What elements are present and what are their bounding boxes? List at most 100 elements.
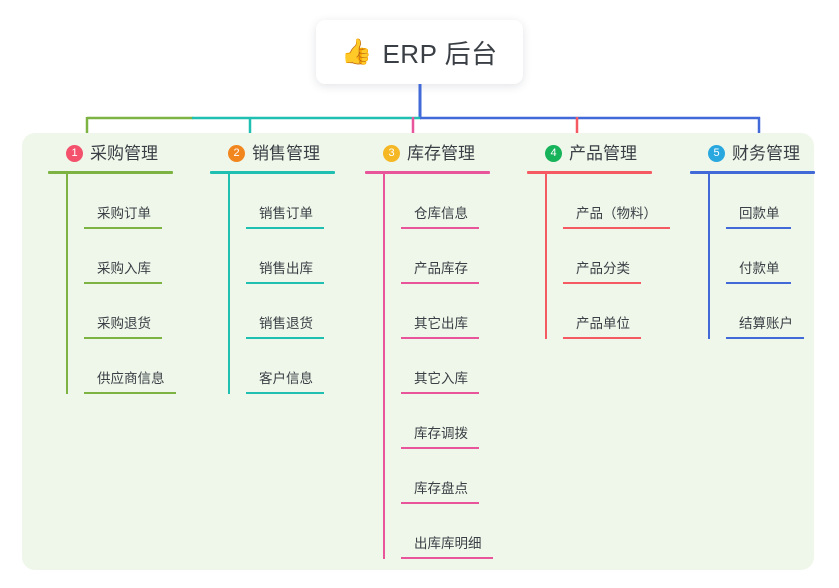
leaf-underline [726,282,791,284]
leaf-underline [246,227,324,229]
leaf-underline [726,227,791,229]
column-underline-5 [690,171,815,174]
leaf-underline [726,337,804,339]
leaf-underline [401,337,479,339]
leaf-underline [401,227,479,229]
leaf-underline [563,337,641,339]
column-underline-1 [48,171,173,174]
leaf-label: 产品分类 [576,260,630,276]
leaf-underline [246,282,324,284]
column-title-1: 采购管理 [90,143,158,163]
leaf-item[interactable]: 产品单位 [563,284,652,339]
leaf-item[interactable]: 销售退货 [246,284,335,339]
leaf-underline [84,337,162,339]
leaf-spine-2 [228,174,230,394]
leaf-underline [84,282,162,284]
column-1: 1 采购管理采购订单采购入库采购退货供应商信息 [48,141,176,394]
column-title-4: 产品管理 [569,143,637,163]
leaf-item[interactable]: 库存盘点 [401,449,490,504]
leaf-label: 产品库存 [414,260,468,276]
leaf-underline [563,227,670,229]
leaf-underline [401,502,479,504]
leaf-item[interactable]: 采购订单 [84,174,173,229]
leaf-item[interactable]: 产品分类 [563,229,652,284]
column-title-5: 财务管理 [732,143,800,163]
leaf-list-4: 产品（物料） 产品分类产品单位 [527,174,670,339]
column-badge-5: 5 [708,144,725,162]
column-header-3[interactable]: 3 库存管理 [365,141,490,165]
thumbs-up-icon: 👍 [341,37,373,66]
leaf-label: 采购退货 [97,315,151,331]
leaf-item[interactable]: 出库库明细 [401,504,493,559]
leaf-underline [401,447,479,449]
leaf-item[interactable]: 销售出库 [246,229,335,284]
leaf-label: 产品单位 [576,315,630,331]
leaf-item[interactable]: 其它入库 [401,339,490,394]
leaf-label: 结算账户 [739,315,793,331]
root-node-title: ERP 后台 [382,38,498,69]
leaf-label: 销售订单 [259,205,313,221]
leaf-label: 采购订单 [97,205,151,221]
leaf-item[interactable]: 客户信息 [246,339,335,394]
column-title-3: 库存管理 [407,143,475,163]
leaf-underline [84,227,162,229]
leaf-label: 付款单 [739,260,780,276]
leaf-item[interactable]: 采购退货 [84,284,173,339]
leaf-label: 出库库明细 [414,535,482,551]
column-header-5[interactable]: 5 财务管理 [690,141,815,165]
column-underline-3 [365,171,490,174]
column-badge-1: 1 [66,144,83,162]
leaf-item[interactable]: 采购入库 [84,229,173,284]
leaf-item[interactable]: 付款单 [726,229,815,284]
column-underline-4 [527,171,652,174]
column-5: 5 财务管理回款单付款单结算账户 [690,141,815,339]
leaf-label: 销售出库 [259,260,313,276]
leaf-spine-3 [383,174,385,559]
leaf-label: 库存调拨 [414,425,468,441]
leaf-underline [246,392,324,394]
leaf-spine-4 [545,174,547,339]
leaf-spine-1 [66,174,68,394]
column-4: 4 产品管理产品（物料） 产品分类产品单位 [527,141,670,339]
column-3: 3 库存管理仓库信息产品库存其它出库其它入库库存调拨库存盘点出库库明细 [365,141,493,559]
leaf-list-1: 采购订单采购入库采购退货供应商信息 [48,174,176,394]
leaf-item[interactable]: 结算账户 [726,284,815,339]
root-node-card[interactable]: 👍 ERP 后台 [316,20,523,84]
leaf-item[interactable]: 回款单 [726,174,815,229]
leaf-item[interactable]: 产品（物料） [563,174,670,229]
leaf-list-3: 仓库信息产品库存其它出库其它入库库存调拨库存盘点出库库明细 [365,174,493,559]
leaf-item[interactable]: 库存调拨 [401,394,490,449]
column-badge-3: 3 [383,144,400,162]
leaf-label: 其它出库 [414,315,468,331]
leaf-item[interactable]: 其它出库 [401,284,490,339]
leaf-label: 仓库信息 [414,205,468,221]
column-header-1[interactable]: 1 采购管理 [48,141,173,165]
leaf-underline [84,392,176,394]
leaf-underline [401,392,479,394]
leaf-underline [246,337,324,339]
leaf-label: 回款单 [739,205,780,221]
leaf-item[interactable]: 产品库存 [401,229,490,284]
column-badge-4: 4 [545,144,562,162]
leaf-item[interactable]: 销售订单 [246,174,335,229]
leaf-spine-5 [708,174,710,339]
column-underline-2 [210,171,335,174]
leaf-list-2: 销售订单销售出库销售退货客户信息 [210,174,335,394]
leaf-underline [401,557,493,559]
column-badge-2: 2 [228,144,245,162]
leaf-label: 销售退货 [259,315,313,331]
leaf-label: 采购入库 [97,260,151,276]
leaf-list-5: 回款单付款单结算账户 [690,174,815,339]
leaf-underline [563,282,641,284]
leaf-label: 库存盘点 [414,480,468,496]
leaf-item[interactable]: 供应商信息 [84,339,176,394]
leaf-label: 供应商信息 [97,370,165,386]
leaf-item[interactable]: 仓库信息 [401,174,490,229]
leaf-label: 其它入库 [414,370,468,386]
column-header-4[interactable]: 4 产品管理 [527,141,652,165]
leaf-underline [401,282,479,284]
